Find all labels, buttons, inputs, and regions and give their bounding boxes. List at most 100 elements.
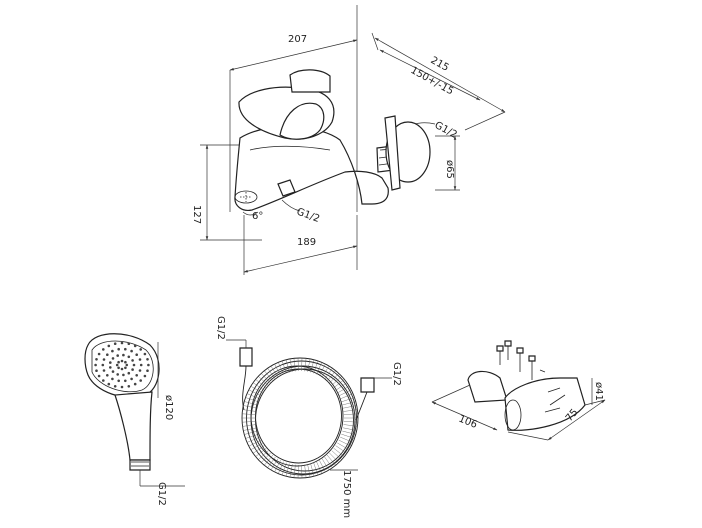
nozzle-dot: [107, 344, 111, 348]
nozzle-dot: [109, 366, 112, 369]
handshower-nozzles: [94, 341, 150, 389]
nozzle-dot: [120, 367, 124, 371]
nozzle-dot: [127, 342, 131, 346]
nozzle-dot: [139, 379, 142, 382]
nozzle-dot: [107, 382, 111, 386]
dim-outlet-diameter: ø65: [444, 160, 455, 179]
hose-thread-right: G1/2: [391, 362, 402, 386]
label-spout-angle: 6°: [252, 211, 263, 222]
hose-rib: [329, 452, 339, 463]
nozzle-dot: [127, 385, 131, 388]
hose-rib: [319, 364, 326, 376]
hose-rib: [270, 458, 279, 471]
dim-spout-reach: 189: [297, 237, 316, 248]
nozzle-dot: [117, 347, 120, 351]
nozzle-dot: [106, 374, 109, 377]
nozzle-dot: [133, 344, 137, 348]
nozzle-dot: [133, 382, 137, 386]
hose-rib: [343, 424, 358, 427]
nozzle-dot: [130, 349, 133, 353]
nozzle-dot: [117, 366, 120, 370]
hose-rib: [274, 364, 281, 376]
hose-rib: [329, 373, 339, 384]
hose-rib: [341, 397, 355, 403]
hose-rib: [243, 427, 258, 431]
nozzle-dot: [95, 358, 98, 361]
hose-rib: [338, 389, 352, 397]
hose-rib: [258, 376, 269, 386]
hose-rib: [331, 376, 342, 386]
nozzle-dot: [116, 373, 119, 376]
hose-rib: [246, 393, 260, 400]
nozzle-dot: [102, 369, 106, 372]
hose-rib: [278, 362, 284, 375]
nozzle-dot: [122, 373, 125, 377]
nozzle-dot: [113, 385, 117, 388]
hose-rib: [337, 442, 350, 450]
hose-rib: [245, 433, 259, 439]
hose-rib: [301, 357, 303, 372]
nozzle-dot: [117, 379, 120, 383]
holder-drawing: 106 75 ø41: [431, 340, 606, 441]
hose-lead: [242, 365, 247, 411]
nozzle-dot: [120, 341, 124, 345]
hose-rib: [343, 413, 358, 415]
hose-rib: [250, 386, 263, 394]
hose-rib: [301, 464, 303, 479]
nozzle-dot: [94, 363, 97, 367]
hose-rib: [342, 405, 357, 409]
hose-rib: [243, 405, 258, 409]
hose-rib: [307, 358, 311, 372]
nozzle-dot: [135, 374, 138, 377]
hose-rib: [270, 365, 279, 378]
hose-rib: [244, 401, 258, 406]
hose-thread-left: G1/2: [215, 316, 226, 340]
hose-rib: [319, 460, 326, 472]
hose-rib: [333, 448, 345, 457]
hose-rib: [281, 462, 287, 476]
hose-rib: [246, 436, 260, 443]
dim-depth-total: 215: [429, 55, 451, 74]
hose-rib: [248, 439, 262, 447]
hose-rib: [293, 464, 296, 478]
hose-rib: [248, 389, 262, 397]
hose-rib: [258, 450, 269, 460]
nozzle-dot: [127, 371, 131, 375]
nozzle-dot: [97, 374, 101, 378]
nozzle-dot: [113, 342, 117, 346]
nozzle-dot: [147, 363, 150, 367]
hose-rib: [245, 397, 259, 403]
nozzle-dot: [109, 361, 112, 364]
hose-rib: [337, 386, 350, 394]
nozzle-dot: [139, 348, 142, 351]
hose-rib: [264, 454, 274, 466]
nozzle-dot: [132, 363, 136, 367]
hose-rib: [321, 365, 330, 378]
label-outlet-thread: G1/2: [433, 120, 459, 141]
hose-rib: [261, 452, 271, 463]
hose-rib: [331, 450, 342, 460]
nozzle-dot: [124, 366, 127, 370]
nozzle-dot: [138, 369, 142, 372]
hose-rib: [326, 370, 336, 382]
label-bottom-thread: G1/2: [295, 206, 321, 224]
mixer-drawing: 207 215 150+/-15 127 189 ø65 G1/2 G1/2 6…: [191, 5, 506, 275]
hose-rib: [285, 463, 290, 477]
hose-rib: [343, 409, 358, 412]
hose-loop: [250, 365, 344, 467]
hose-rib: [316, 461, 322, 474]
nozzle-dot: [143, 374, 147, 378]
nozzle-dot: [146, 369, 149, 373]
hose-rib: [274, 460, 281, 472]
hose-rib: [324, 456, 333, 468]
hose-rib: [255, 448, 267, 457]
nozzle-dot: [115, 363, 119, 367]
hose-rib: [304, 464, 307, 478]
handshower-drawing: G1/2 ø120: [84, 333, 185, 506]
hose-rib: [267, 456, 276, 468]
hose-rib: [255, 379, 267, 388]
hose-rib: [313, 360, 319, 374]
hose-coils: [241, 357, 368, 479]
nozzle-dot: [125, 363, 129, 367]
